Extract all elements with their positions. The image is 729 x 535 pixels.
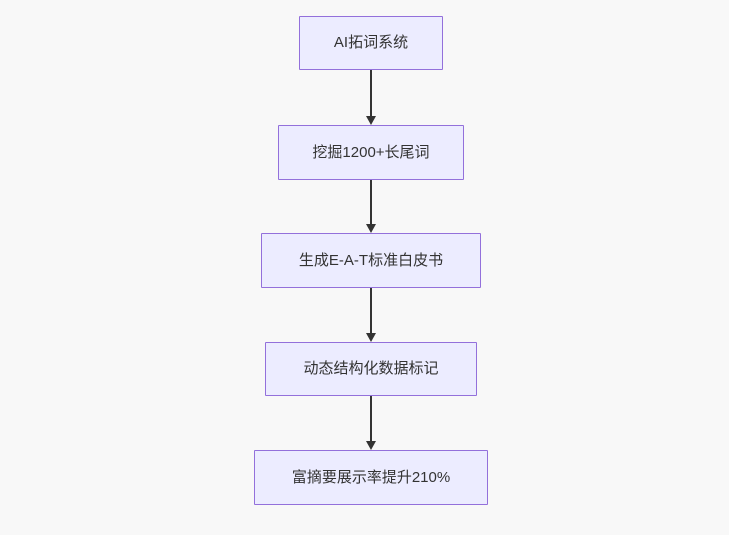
flow-node-rich-snippet-uplift: 富摘要展示率提升210%: [254, 450, 488, 505]
flow-node-longtail-mining: 挖掘1200+长尾词: [278, 125, 464, 180]
flow-arrow-2: [366, 180, 376, 233]
arrowhead-down-icon: [366, 116, 376, 125]
flow-node-label: 富摘要展示率提升210%: [291, 468, 451, 486]
arrow-line: [370, 396, 372, 441]
flow-arrow-3: [366, 288, 376, 342]
flow-node-ai-expansion-system: AI拓词系统: [299, 16, 443, 70]
arrow-line: [370, 180, 372, 224]
arrow-line: [370, 288, 372, 333]
flow-node-label: 挖掘1200+长尾词: [312, 143, 430, 161]
flow-node-label: AI拓词系统: [333, 34, 409, 51]
arrow-line: [370, 70, 372, 116]
flow-arrow-1: [366, 70, 376, 125]
flow-arrow-4: [366, 396, 376, 450]
arrowhead-down-icon: [366, 333, 376, 342]
flow-node-label: 动态结构化数据标记: [303, 360, 439, 377]
flow-node-structured-data-markup: 动态结构化数据标记: [265, 342, 477, 396]
arrowhead-down-icon: [366, 441, 376, 450]
flow-node-label: 生成E-A-T标准白皮书: [298, 251, 444, 269]
arrowhead-down-icon: [366, 224, 376, 233]
flow-node-eat-whitepaper: 生成E-A-T标准白皮书: [261, 233, 481, 288]
